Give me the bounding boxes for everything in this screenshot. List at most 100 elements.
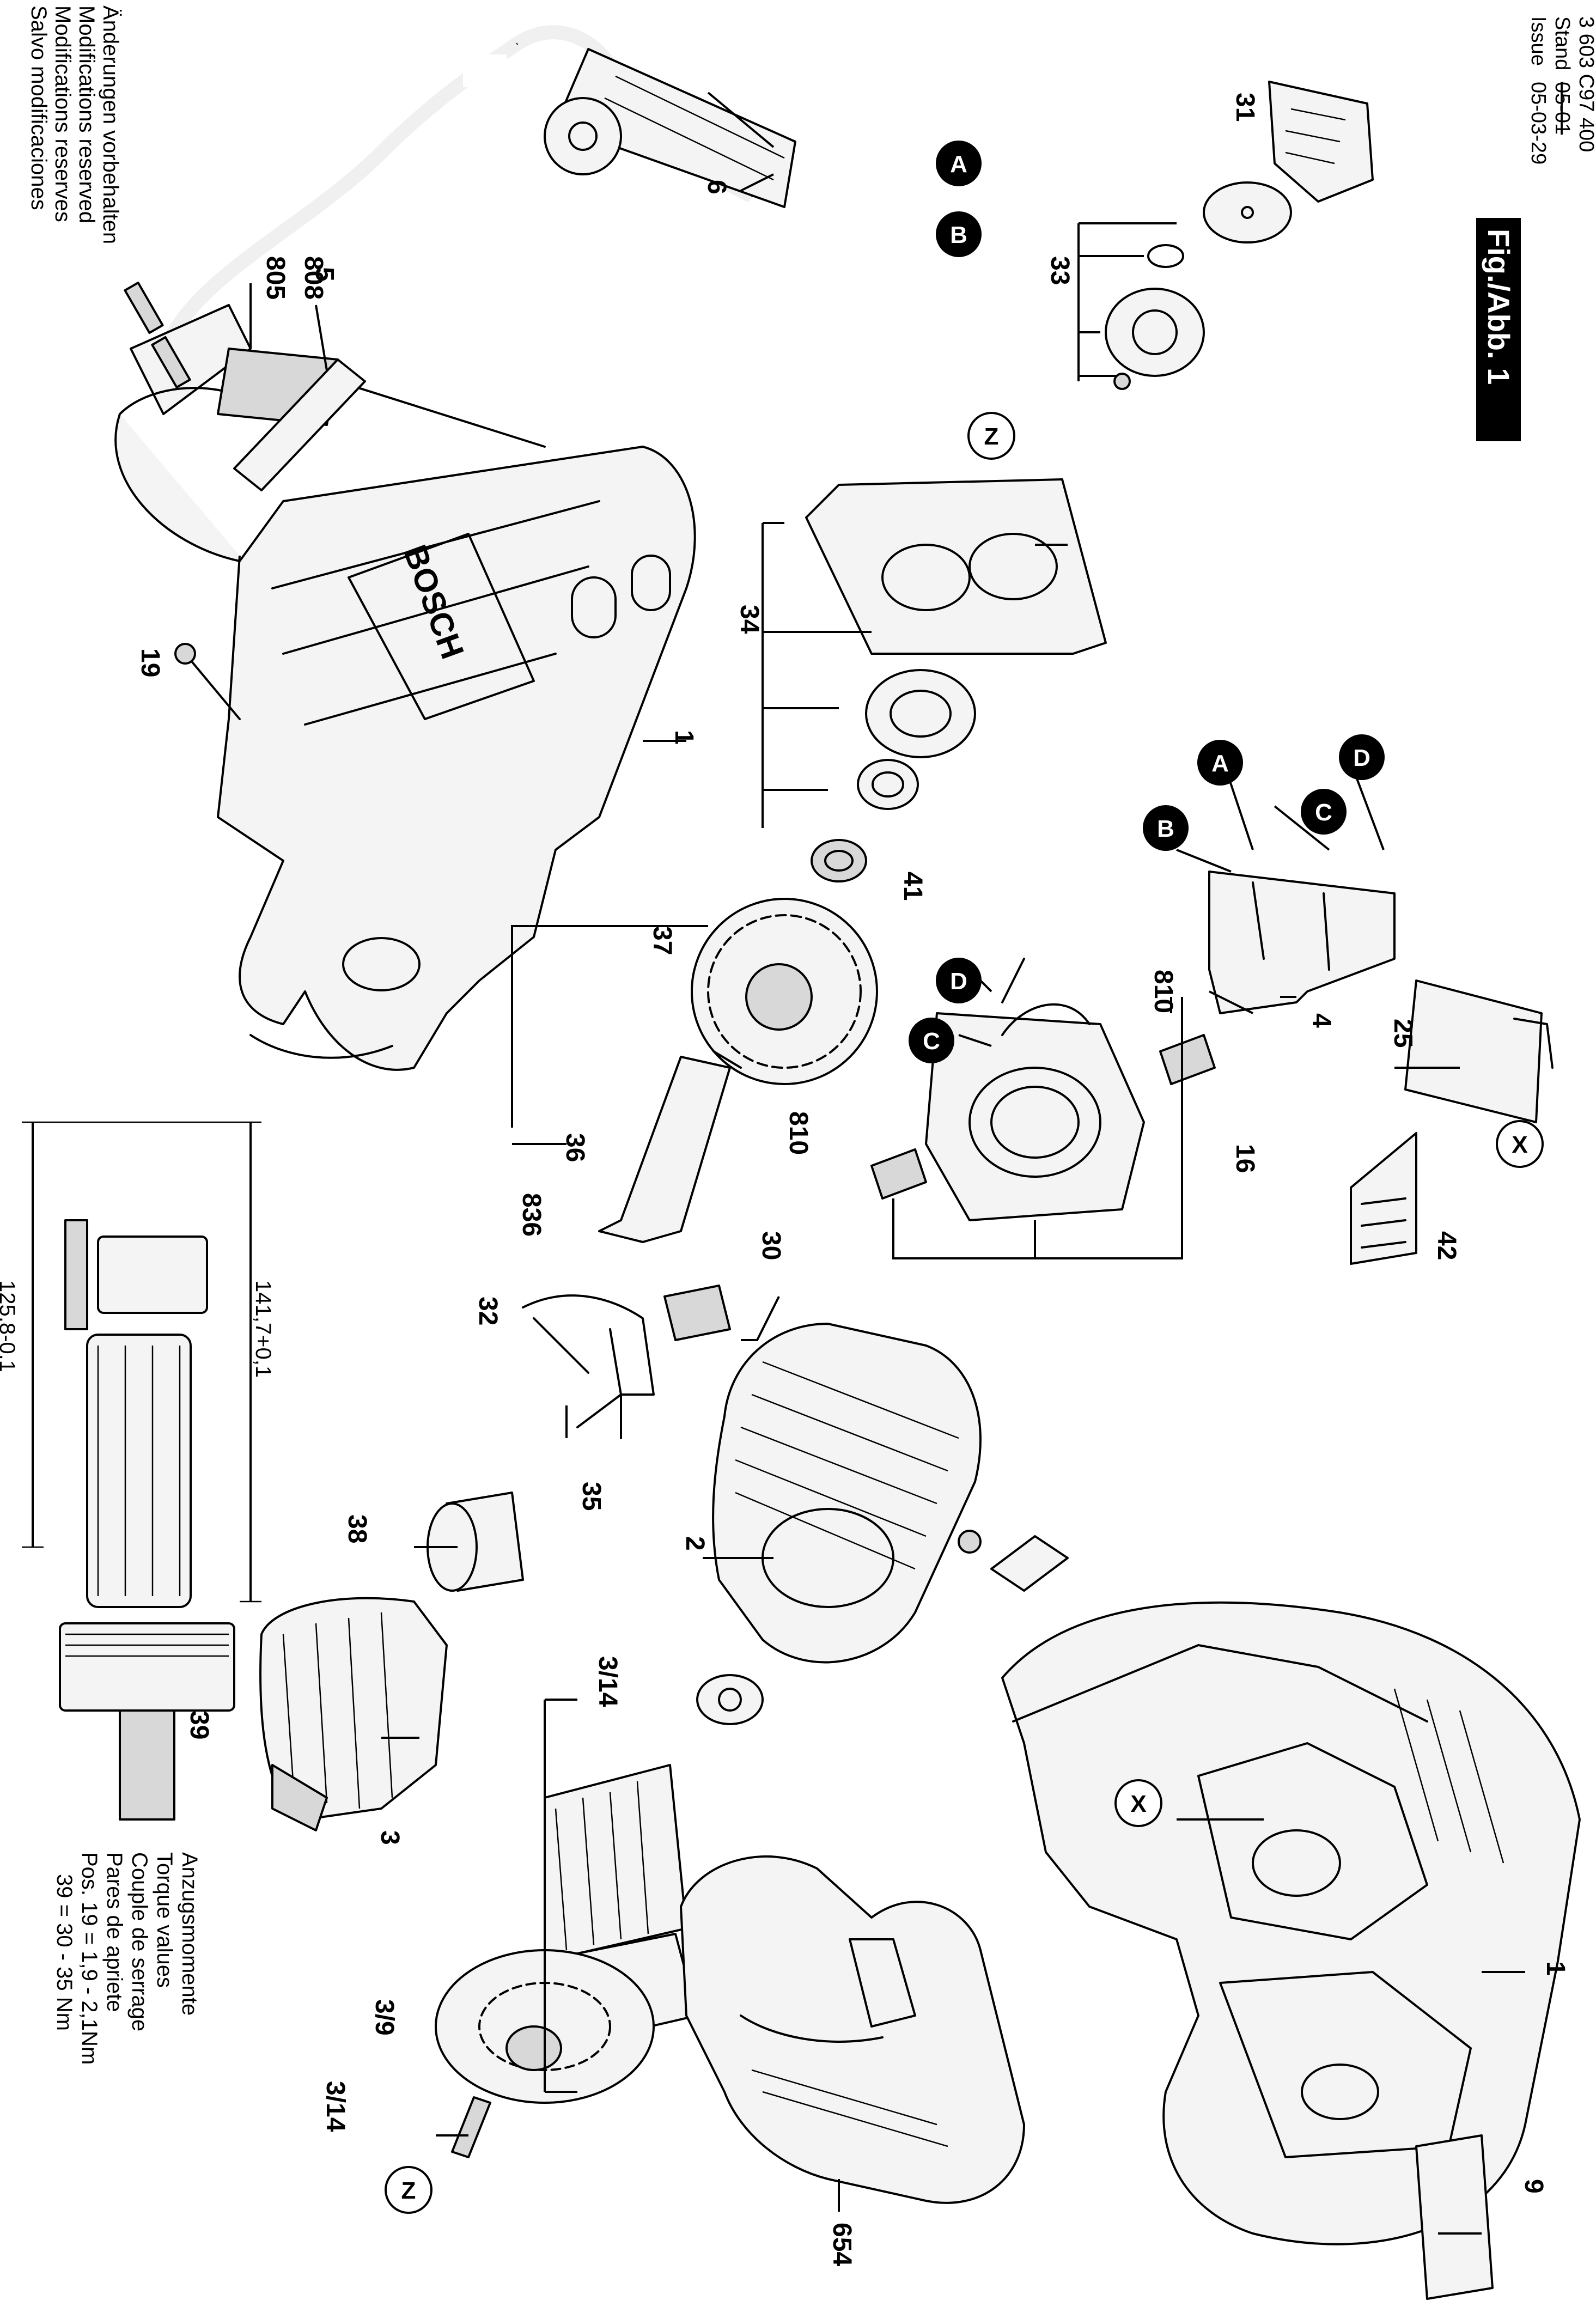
marker-d-brush-label: D [950, 968, 967, 995]
label-19: 19 [136, 648, 165, 677]
label-836: 836 [517, 1193, 546, 1237]
marker-x-slide-label: X [1512, 1131, 1527, 1158]
needle-sleeve-34 [857, 759, 919, 810]
marker-a-switch-label: A [1211, 750, 1229, 777]
screw-19 [174, 643, 241, 720]
label-808: 808 [299, 256, 328, 300]
rights-notice: Änderungen vorbehalten Modifications res… [27, 5, 123, 244]
label-5: 5 [310, 267, 339, 282]
label-34: 34 [735, 605, 764, 634]
torque-table: Anzugsmomente Torque values Couple de se… [52, 1852, 202, 2065]
marker-z-armature: Z [385, 2166, 432, 2214]
gear-37 [691, 898, 878, 1085]
label-35: 35 [577, 1482, 606, 1511]
marker-z-top: Z [967, 412, 1015, 460]
housing-half-right [1001, 1601, 1581, 2245]
marker-b-top-label: B [950, 222, 967, 248]
marker-a-top-label: A [950, 151, 967, 178]
marker-x-housing: X [1114, 1779, 1162, 1827]
label-805: 805 [261, 256, 290, 300]
marker-c-switch: C [1301, 789, 1347, 835]
label-1-top: 1 [669, 730, 698, 745]
part-labels: 1 1 2 3 3/9 3/14 3/14 4 5 6 9 16 19 25 3… [136, 93, 1570, 2266]
doc-number: 3 603 C97 400 [1575, 16, 1596, 152]
label-42: 42 [1432, 1231, 1461, 1260]
torque-line-2: Torque values [153, 1852, 176, 1988]
field-coil-2 [712, 1323, 982, 1664]
torque-line-6: 39 = 30 - 35 Nm [52, 1874, 76, 2031]
clip-42 [1350, 1132, 1417, 1265]
switch-4 [1208, 871, 1396, 1014]
gear-housing-654 [680, 1855, 1025, 2204]
marker-b-top: B [936, 211, 982, 257]
marker-b-switch-label: B [1157, 815, 1174, 842]
notice-line-es: Salvo modificaciones [27, 5, 51, 210]
stand-label: Stand [1551, 16, 1574, 70]
bearing-34 [865, 669, 976, 758]
slide-25 [1404, 979, 1554, 1123]
issue-date: 05-03-29 [1527, 82, 1550, 165]
marker-a-top: A [936, 141, 982, 186]
issue-label: Issue [1527, 16, 1550, 66]
marker-c-switch-label: C [1315, 799, 1332, 826]
label-39: 39 [185, 1711, 214, 1739]
label-654: 654 [827, 2223, 856, 2266]
struck-date: 05-01 [1551, 82, 1574, 135]
label-36: 36 [561, 1133, 589, 1162]
bearing-38 [427, 1492, 524, 1592]
label-6: 6 [702, 180, 731, 194]
carbon-brush-810-lower [870, 1148, 927, 1200]
carbon-brush-810-upper [1159, 1034, 1216, 1085]
torque-line-5: Pos. 19 = 1,9 - 2,1Nm [77, 1852, 101, 2065]
core-length-dimension: 125,8-0,1 [0, 1280, 19, 1372]
torque-line-4: Pares de apriete [102, 1852, 126, 2012]
label-9: 9 [1519, 2179, 1548, 2194]
label-1-bottom: 1 [1541, 1961, 1570, 1976]
adjusting-wheel-33 [1105, 181, 1292, 390]
figure-label: Fig./Abb. 1 [1482, 229, 1516, 385]
label-3: 3 [375, 1830, 404, 1845]
part-30 [663, 1285, 731, 1341]
label-33: 33 [1045, 256, 1074, 285]
marker-c-brush-label: C [923, 1028, 940, 1055]
decal-9 [1415, 2134, 1494, 2300]
label-16: 16 [1230, 1144, 1259, 1173]
leader-lines [249, 92, 1525, 2235]
spring-32 [522, 1294, 655, 1396]
marker-d-switch: D [1339, 734, 1385, 780]
cable-clamp [958, 1530, 1069, 1592]
marker-x-housing-label: X [1130, 1791, 1146, 1817]
notice-line-de: Änderungen vorbehalten [99, 5, 123, 244]
label-31: 31 [1230, 93, 1259, 121]
notice-line-en: Modifications reserved [75, 5, 99, 223]
document-header: 3 603 C97 400 Stand 05-01 Issue 05-03-29… [1476, 16, 1596, 441]
figure-label-box [1476, 218, 1521, 441]
label-2: 2 [680, 1536, 709, 1551]
spring-41 [811, 839, 867, 882]
overall-length-dimension: 141,7+0,1 [251, 1280, 275, 1378]
marker-d-switch-label: D [1353, 745, 1370, 771]
label-30: 30 [757, 1231, 785, 1260]
label-3-9: 3/9 [370, 1999, 399, 2036]
housing-half-left: BOSCH [114, 348, 696, 1071]
brush-holder-16 [925, 958, 1145, 1221]
label-41: 41 [898, 872, 927, 900]
label-4: 4 [1307, 1013, 1336, 1028]
label-38: 38 [343, 1514, 371, 1543]
clip-35 [576, 1393, 622, 1439]
gear-cover-plate-34 [805, 478, 1107, 655]
label-810-upper: 810 [1149, 970, 1178, 1013]
torque-line-1: Anzugsmomente [178, 1852, 202, 2016]
label-810-lower: 810 [784, 1111, 813, 1155]
torque-line-3: Couple de serrage [127, 1852, 151, 2031]
spindle-36 [598, 1050, 742, 1243]
label-25: 25 [1388, 1019, 1417, 1048]
notice-line-fr: Modifications reserves [51, 5, 75, 222]
label-3-14-upper: 3/14 [593, 1656, 622, 1707]
marker-x-slide: X [1496, 1120, 1544, 1168]
marker-z-armature-label: Z [401, 2177, 416, 2204]
marker-a-switch: A [1197, 740, 1243, 786]
cord-strain-relief [544, 48, 796, 208]
marker-c-brush: C [909, 1018, 954, 1063]
